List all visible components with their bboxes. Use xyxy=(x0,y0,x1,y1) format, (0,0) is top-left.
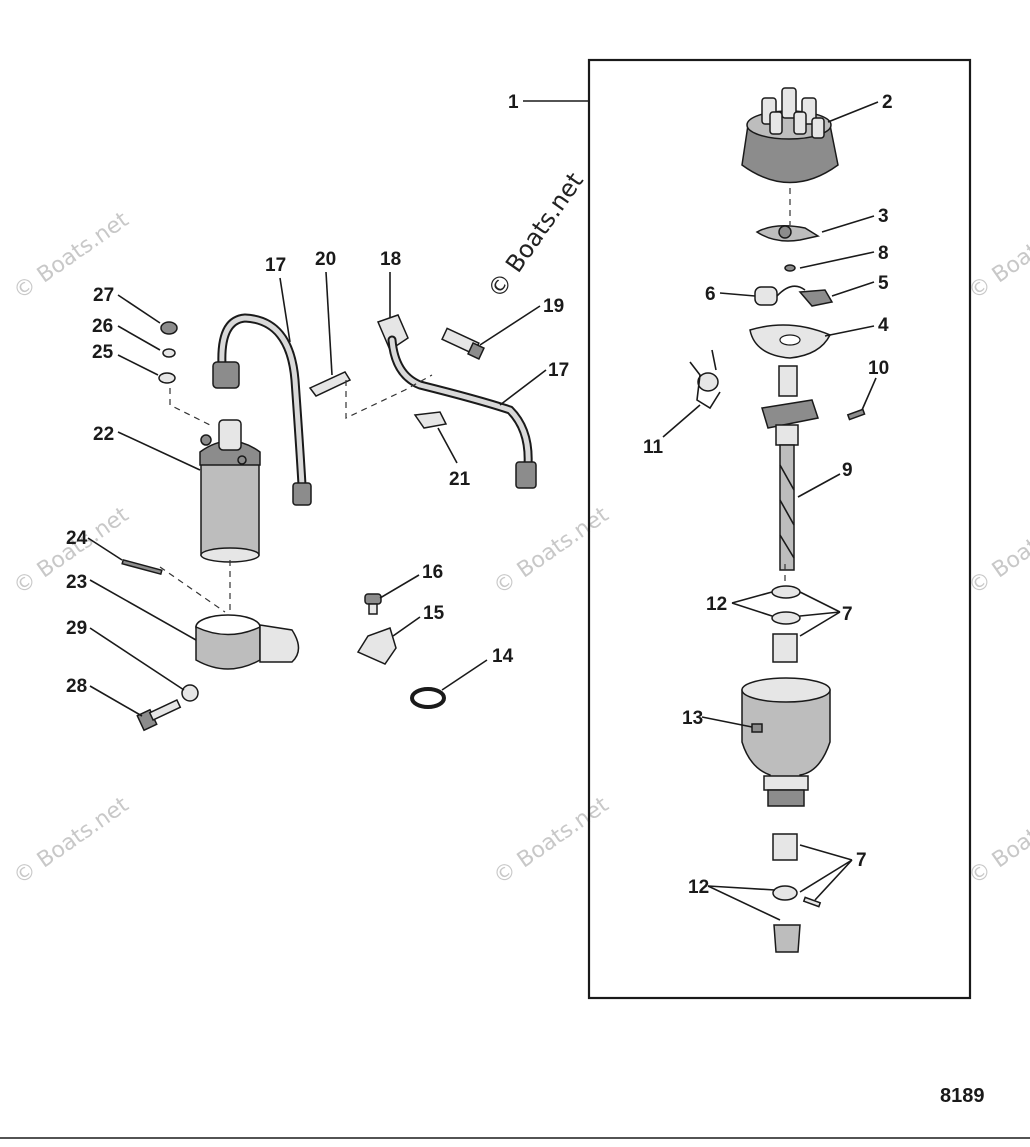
watermark: © Boats.net xyxy=(489,502,614,600)
callout-label: 26 xyxy=(92,316,113,337)
part-coil-bracket xyxy=(195,614,300,670)
part-distributor-housing xyxy=(741,677,831,807)
part-bushing xyxy=(772,633,798,663)
part-16 xyxy=(364,593,382,615)
callout-label: 4 xyxy=(878,315,889,336)
part-primary-wire xyxy=(376,314,537,489)
callout-label: 17 xyxy=(548,360,569,381)
callout-label: 22 xyxy=(93,424,114,445)
part-washer xyxy=(771,611,801,625)
callout-label: 21 xyxy=(449,469,471,490)
part-washer xyxy=(772,885,798,901)
part-8 xyxy=(784,264,796,272)
callout-label: 25 xyxy=(92,342,114,363)
part-washer xyxy=(771,585,801,599)
callout-label: 5 xyxy=(878,273,889,294)
part-27 xyxy=(160,321,178,335)
part-14 xyxy=(410,687,446,709)
part-24 xyxy=(121,558,163,576)
callout-label: 7 xyxy=(842,604,853,625)
callout-label: 16 xyxy=(422,562,443,583)
callout-label: 13 xyxy=(682,708,703,729)
watermark: © Boats.net xyxy=(964,792,1030,890)
part-bushing xyxy=(772,833,798,861)
callout-label: 1 xyxy=(508,92,519,113)
part-distributor-shaft xyxy=(761,365,819,571)
callout-label: 17 xyxy=(265,255,286,276)
part-15 xyxy=(356,627,397,665)
callout-label: 7 xyxy=(856,850,867,871)
distributor-assembly-frame xyxy=(587,58,972,1000)
part-breaker-plate xyxy=(749,324,832,359)
part-21 xyxy=(413,411,448,429)
watermarks: © Boats.net © Boats.net © Boats.net © Bo… xyxy=(9,167,1030,889)
part-10 xyxy=(846,408,866,421)
part-25 xyxy=(158,372,176,384)
part-28 xyxy=(136,699,182,732)
leader-lines xyxy=(87,100,879,921)
part-11 xyxy=(689,349,721,410)
callout-label: 8 xyxy=(878,243,889,264)
callout-label: 23 xyxy=(66,572,87,593)
callout-label: 9 xyxy=(842,460,853,481)
watermark: © Boats.net xyxy=(482,167,589,303)
part-rotor xyxy=(755,225,820,242)
callout-label: 27 xyxy=(93,285,114,306)
part-19 xyxy=(441,327,485,360)
callout-label: 14 xyxy=(492,646,514,667)
part-coil-wire xyxy=(212,313,312,506)
watermark: © Boats.net xyxy=(9,207,134,305)
part-gear xyxy=(773,924,801,953)
callout-label: 15 xyxy=(423,603,445,624)
callout-label: 6 xyxy=(705,284,716,305)
part-points xyxy=(798,289,834,307)
callout-label: 18 xyxy=(380,249,401,270)
part-condenser xyxy=(754,285,806,306)
callout-label: 2 xyxy=(882,92,893,113)
watermark: © Boats.net xyxy=(964,207,1030,305)
figure-number: 8189 xyxy=(940,1085,985,1107)
part-26 xyxy=(162,348,176,358)
callout-labels: 1 2 3 4 5 6 7 8 9 10 11 12 12 13 14 15 1… xyxy=(66,92,893,898)
callout-label: 19 xyxy=(543,296,564,317)
watermark: © Boats.net xyxy=(489,792,614,890)
part-pin xyxy=(802,896,822,908)
watermark: © Boats.net xyxy=(9,792,134,890)
callout-label: 3 xyxy=(878,206,889,227)
callout-label: 24 xyxy=(66,528,88,549)
part-29 xyxy=(181,684,199,702)
callout-label: 11 xyxy=(643,437,664,458)
callout-label: 12 xyxy=(706,594,727,615)
part-ignition-coil xyxy=(199,419,261,563)
callout-label: 10 xyxy=(868,358,889,379)
callout-label: 12 xyxy=(688,877,709,898)
assembly-guides xyxy=(159,188,791,615)
callout-label: 20 xyxy=(315,249,336,270)
callout-label: 28 xyxy=(66,676,87,697)
watermark: © Boats.net xyxy=(964,502,1030,600)
part-20 xyxy=(308,371,352,397)
callout-label: 29 xyxy=(66,618,87,639)
part-distributor-cap xyxy=(741,87,839,184)
